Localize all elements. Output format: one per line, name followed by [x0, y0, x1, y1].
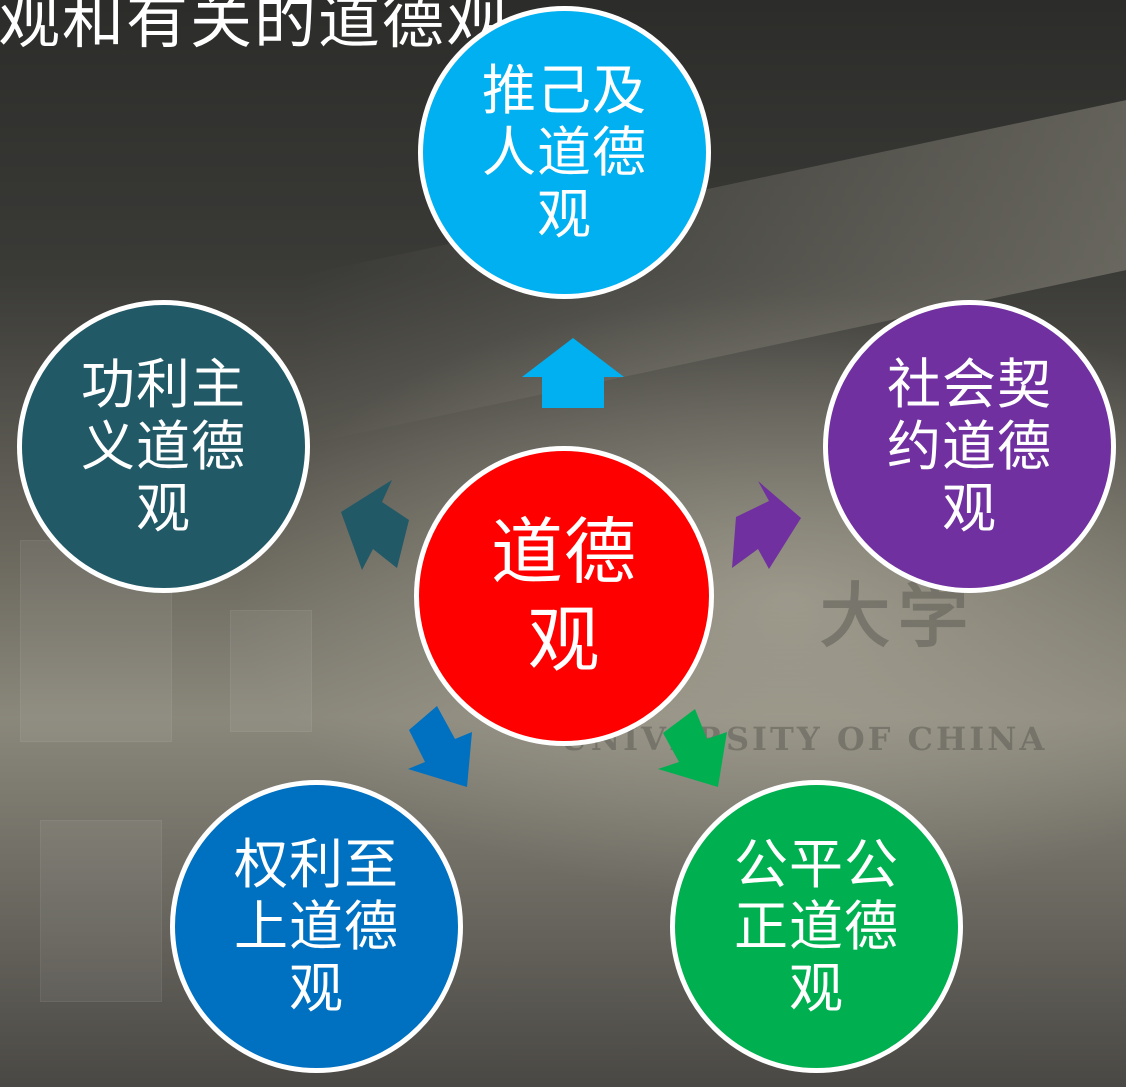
- node-bottom-right-label: 公平公 正道德 观: [734, 832, 899, 1020]
- arrow-left: [341, 480, 409, 570]
- node-center-label: 道德 观: [490, 510, 637, 682]
- node-bottom-right: 公平公 正道德 观: [670, 780, 963, 1073]
- node-bottom-left-label: 权利至 上道德 观: [234, 832, 399, 1020]
- arrow-bottom-left: [408, 706, 472, 787]
- node-right-label: 社会契 约道德 观: [887, 352, 1052, 540]
- campus-english-watermark: UNIVERSITY OF CHINA: [560, 720, 1048, 758]
- arrow-right: [732, 481, 801, 569]
- node-left: 功利主 义道德 观: [17, 300, 310, 593]
- node-bottom-left: 权利至 上道德 观: [170, 780, 463, 1073]
- node-top-label: 推己及 人道德 观: [482, 58, 647, 246]
- arrow-bottom-right: [658, 709, 727, 787]
- node-top: 推己及 人道德 观: [418, 6, 711, 299]
- node-center: 道德 观: [414, 446, 714, 746]
- node-left-label: 功利主 义道德 观: [81, 352, 246, 540]
- arrow-up: [522, 338, 624, 408]
- page-title: 观和有关的道德观: [0, 0, 511, 57]
- node-right: 社会契 约道德 观: [823, 300, 1116, 593]
